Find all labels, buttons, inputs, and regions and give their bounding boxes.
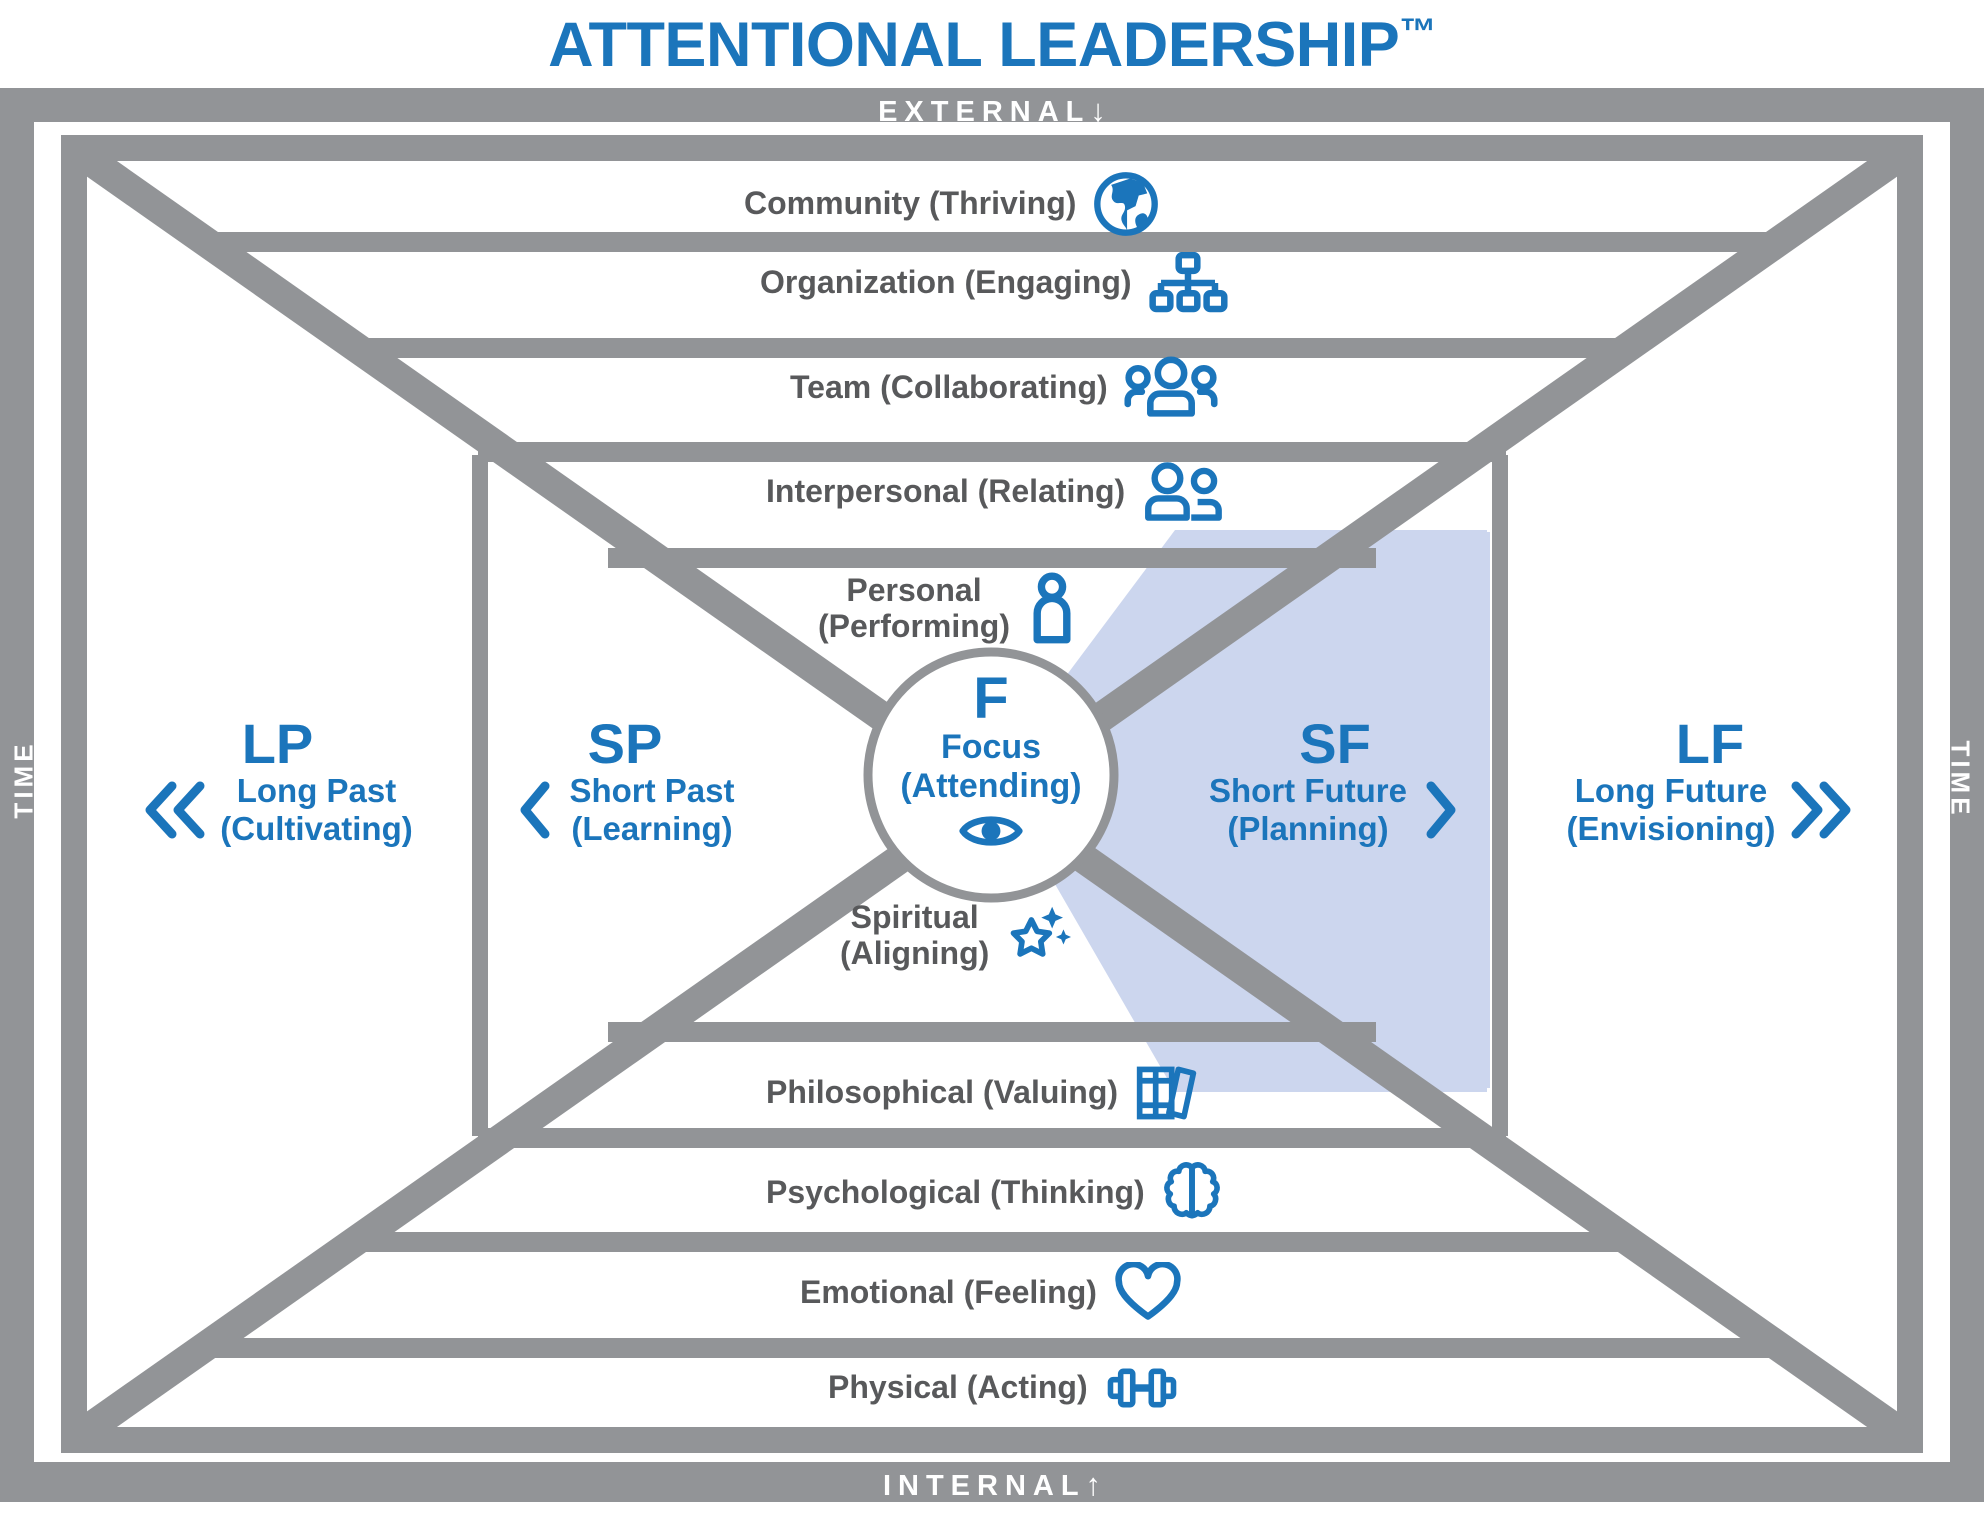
zone-lp-line2: (Cultivating) xyxy=(220,809,413,847)
zone-sf[interactable]: SF Short Future (Planning) xyxy=(1165,716,1505,847)
level-label-psychological: Psychological (Thinking) xyxy=(766,1174,1145,1211)
zone-lf-abbr: LF xyxy=(1675,712,1745,775)
level-row-philosophical: Philosophical (Valuing) xyxy=(766,1060,1200,1126)
up-arrow-icon: ↑ xyxy=(1085,1467,1102,1502)
zone-lp-line1: Long Past xyxy=(236,772,397,809)
zone-lp-row: Long Past (Cultivating) xyxy=(105,772,450,847)
internal-label-text: INTERNAL xyxy=(882,1470,1086,1502)
focus-circle xyxy=(863,647,1119,903)
external-label-text: EXTERNAL xyxy=(878,96,1091,128)
focus-abbr: F xyxy=(973,666,1009,731)
down-arrow-icon: ↓ xyxy=(1090,93,1106,128)
zone-sf-line2: (Planning) xyxy=(1227,809,1389,847)
zone-lp-abbr: LP xyxy=(241,712,314,775)
level-label-community: Community (Thriving) xyxy=(744,185,1077,222)
globe-icon xyxy=(1092,170,1160,238)
level-row-emotional: Emotional (Feeling) xyxy=(800,1262,1183,1324)
level-label-interpersonal: Interpersonal (Relating) xyxy=(766,473,1126,510)
level-row-physical: Physical (Acting) xyxy=(828,1360,1180,1416)
zone-lf-line1: Long Future xyxy=(1574,772,1768,809)
dumbbell-icon xyxy=(1104,1360,1180,1416)
external-bar xyxy=(0,88,1984,122)
zone-lp[interactable]: LP Long Past (Cultivating) xyxy=(105,716,450,847)
brain-icon xyxy=(1161,1160,1223,1226)
zone-sp-line2: (Learning) xyxy=(571,809,733,847)
internal-label: INTERNAL↑ xyxy=(0,1467,1984,1503)
person-icon xyxy=(1026,572,1078,646)
level-label-personal-line1: Personal xyxy=(846,572,982,609)
sparkle-star-icon xyxy=(1005,903,1072,969)
time-label-left: TIME xyxy=(8,740,39,819)
level-row-organization: Organization (Engaging) xyxy=(760,252,1228,314)
time-label-right: TIME xyxy=(1945,740,1976,819)
single-right-chevron-icon xyxy=(1419,778,1461,842)
inner-frame xyxy=(61,135,1923,1453)
zone-lp-words: Long Past (Cultivating) xyxy=(220,772,412,847)
zone-sp[interactable]: SP Short Past (Learning) xyxy=(460,716,790,847)
level-label-philosophical: Philosophical (Valuing) xyxy=(766,1074,1119,1111)
zone-sp-abbr: SP xyxy=(587,712,663,775)
zone-sp-row: Short Past (Learning) xyxy=(460,772,790,847)
level-label-spiritual-line2: (Aligning) xyxy=(840,934,990,971)
zone-lf[interactable]: LF Long Future (Envisioning) xyxy=(1530,716,1890,847)
level-row-interpersonal: Interpersonal (Relating) xyxy=(766,460,1225,524)
zone-sp-words: Short Past (Learning) xyxy=(569,772,734,847)
sf-highlight-region-clip xyxy=(992,530,1487,1092)
external-label: EXTERNAL↓ xyxy=(0,93,1984,129)
zone-lf-words: Long Future (Envisioning) xyxy=(1567,772,1776,847)
level-label-physical: Physical (Acting) xyxy=(828,1369,1088,1406)
heart-icon xyxy=(1113,1262,1183,1324)
level-label-spiritual-line1: Spiritual xyxy=(850,899,979,935)
books-icon xyxy=(1134,1060,1200,1126)
zone-lf-line2: (Envisioning) xyxy=(1566,809,1776,847)
time-bar-right xyxy=(1950,88,1984,1502)
zone-sp-line1: Short Past xyxy=(569,772,735,809)
level-label-organization: Organization (Engaging) xyxy=(760,264,1132,301)
zone-lf-row: Long Future (Envisioning) xyxy=(1530,772,1890,847)
org-chart-icon xyxy=(1148,252,1228,314)
level-label-team: Team (Collaborating) xyxy=(790,369,1108,406)
level-row-team: Team (Collaborating) xyxy=(790,355,1218,421)
level-row-psychological: Psychological (Thinking) xyxy=(766,1160,1223,1226)
level-row-spiritual: Spiritual (Aligning) xyxy=(840,899,1072,972)
focus-line1: Focus xyxy=(940,728,1042,766)
level-label-personal-line2: (Performing) xyxy=(818,608,1010,644)
time-bar-left xyxy=(0,88,34,1502)
zone-sf-abbr: SF xyxy=(1299,712,1371,775)
two-people-icon xyxy=(1141,460,1225,524)
zone-sf-line1: Short Future xyxy=(1209,772,1407,809)
focus-center[interactable]: F Focus (Attending) xyxy=(866,650,1116,900)
page-title: ATTENTIONAL LEADERSHIP™ xyxy=(0,2,1984,88)
level-row-personal: Personal (Performing) xyxy=(818,572,1078,646)
double-right-chevron-icon xyxy=(1788,778,1854,842)
eye-icon xyxy=(866,810,1116,852)
three-people-icon xyxy=(1124,355,1218,421)
focus-line2: (Attending) xyxy=(900,766,1082,805)
double-left-chevron-icon xyxy=(142,778,208,842)
level-label-personal: Personal (Performing) xyxy=(818,572,1010,645)
internal-bar xyxy=(0,1462,1984,1502)
trademark-symbol: ™ xyxy=(1399,11,1436,52)
single-left-chevron-icon xyxy=(515,778,557,842)
zone-sf-row: Short Future (Planning) xyxy=(1165,772,1505,847)
zone-sf-words: Short Future (Planning) xyxy=(1209,772,1407,847)
level-label-emotional: Emotional (Feeling) xyxy=(800,1274,1097,1311)
page-title-text: ATTENTIONAL LEADERSHIP xyxy=(548,10,1400,80)
level-label-spiritual: Spiritual (Aligning) xyxy=(840,899,990,972)
level-row-community: Community (Thriving) xyxy=(744,170,1160,238)
